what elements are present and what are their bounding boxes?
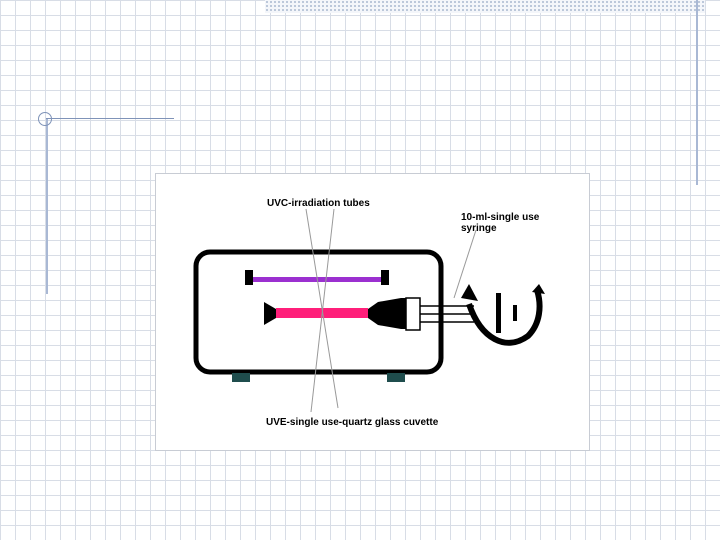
uvc-tube-right-cap — [381, 270, 389, 285]
device-housing — [193, 249, 444, 375]
left-decorative-vertical-line — [46, 118, 48, 294]
diagram-panel: UVC-irradiation tubes 10-ml-single use s… — [155, 173, 590, 451]
rotation-arrow — [466, 289, 543, 346]
corner-ring-decoration — [38, 112, 52, 126]
device-foot-left — [232, 373, 250, 382]
rotation-arrow-head-left — [461, 284, 478, 301]
syringe-leader-line — [453, 229, 477, 299]
syringe-plunger — [496, 293, 501, 333]
right-decorative-line — [696, 0, 698, 185]
rotation-arrow-head-right — [532, 284, 545, 294]
left-decorative-horizontal-line — [46, 118, 174, 119]
top-decorative-bar — [265, 0, 705, 13]
label-uvc-irradiation-tubes: UVC-irradiation tubes — [267, 198, 370, 209]
cuvette-connector — [368, 298, 406, 329]
cuvette-left-end — [264, 302, 276, 325]
device-diagram — [193, 208, 545, 413]
device-foot-right — [387, 373, 405, 382]
syringe-barrel — [405, 297, 421, 331]
cuvette-leader-line — [310, 208, 335, 413]
uvc-tube-left-cap — [245, 270, 253, 285]
uvc-leader-line — [305, 208, 339, 409]
label-quartz-cuvette: UVE-single use-quartz glass cuvette — [266, 417, 439, 428]
label-syringe: 10-ml-single use syringe — [461, 212, 540, 234]
syringe-plunger-handle — [513, 305, 517, 321]
